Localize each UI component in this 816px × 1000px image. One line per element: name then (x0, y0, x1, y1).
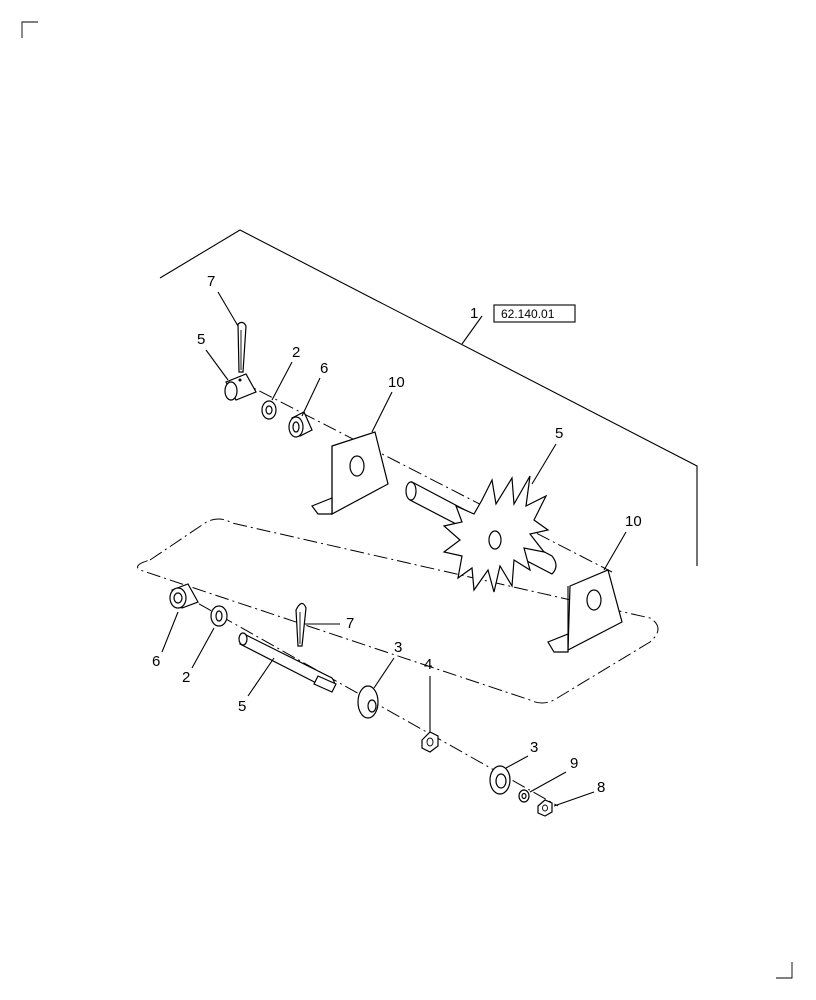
callout-8: 8 (553, 779, 605, 807)
hex-nut-end (537, 799, 553, 817)
svg-text:2: 2 (292, 344, 300, 361)
assembly-item-number: 1 (470, 305, 478, 322)
callout-6-lower: 6 (152, 611, 179, 670)
svg-text:10: 10 (388, 374, 405, 391)
svg-text:2: 2 (182, 669, 190, 686)
cotter-pin-lower (295, 602, 307, 647)
callout-10-right: 10 (603, 513, 642, 571)
svg-text:6: 6 (152, 653, 160, 670)
svg-text:5: 5 (555, 425, 563, 442)
mounting-bracket-right (547, 569, 623, 653)
callout-5-star-wheel: 5 (531, 425, 563, 485)
callout-5-lower: 5 (238, 657, 275, 715)
crop-mark-bottom-right (776, 962, 793, 979)
shaft-lower (238, 632, 337, 693)
washer-lower (210, 605, 228, 627)
mounting-bracket-left (311, 431, 389, 516)
callout-3-right: 3 (505, 739, 538, 769)
crop-mark-top-left (21, 21, 38, 38)
svg-text:3: 3 (394, 639, 402, 656)
callout-4: 4 (424, 656, 432, 732)
svg-text:5: 5 (197, 331, 205, 348)
assembly-bracket (159, 229, 698, 566)
svg-text:8: 8 (597, 779, 605, 796)
callout-3-left: 3 (373, 639, 402, 689)
ref-code-label: 62.140.01 (501, 307, 555, 321)
hex-nut-middle (421, 731, 439, 753)
star-wheel (442, 475, 550, 593)
svg-text:4: 4 (424, 656, 432, 673)
callout-9: 9 (529, 755, 578, 793)
shaft-axis-upper (237, 379, 613, 573)
svg-text:6: 6 (320, 360, 328, 377)
callout-5-upper: 5 (197, 331, 229, 381)
svg-text:7: 7 (207, 273, 215, 290)
bushing-lower (169, 583, 199, 609)
washer-upper (261, 400, 277, 420)
drive-disc-right (489, 765, 511, 795)
cotter-pin-upper (237, 321, 247, 373)
washer-end (518, 789, 530, 803)
drive-disc-left (357, 685, 379, 719)
svg-text:7: 7 (346, 615, 354, 632)
callout-10-left: 10 (371, 374, 405, 433)
assembly-reference: 1 62.140.01 (461, 304, 576, 345)
bushing-upper (288, 411, 313, 438)
callout-7-upper: 7 (207, 273, 239, 327)
svg-text:5: 5 (238, 698, 246, 715)
svg-text:3: 3 (530, 739, 538, 756)
subassembly-outline (137, 518, 659, 704)
svg-text:10: 10 (625, 513, 642, 530)
ref-code-box (493, 304, 576, 323)
callout-7-lower: 7 (304, 615, 354, 632)
callout-2-upper: 2 (271, 344, 300, 401)
svg-text:9: 9 (570, 755, 578, 772)
callout-2-lower: 2 (182, 627, 215, 686)
callout-6-upper: 6 (301, 360, 328, 417)
pin-collar-upper (224, 373, 257, 401)
